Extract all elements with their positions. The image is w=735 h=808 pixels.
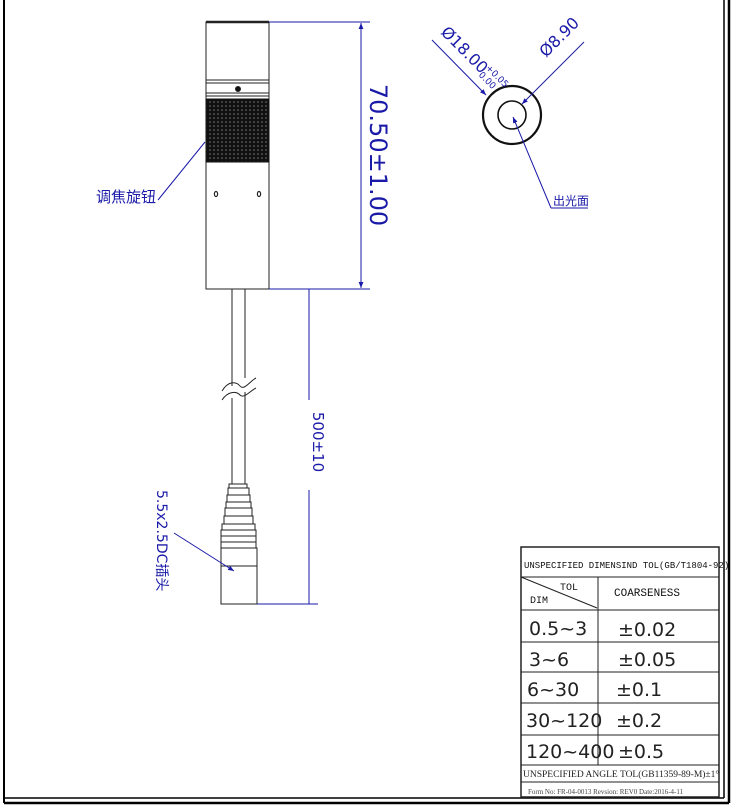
row-tol: ±0.2 [616,710,662,732]
cable-dimension-text: 500±10 [309,412,327,472]
plug-leader [173,532,235,572]
table-row: 6~30 ±0.1 [527,679,662,701]
table-row: 0.5~3 ±0.02 [529,618,676,641]
break-mark-icon [221,377,257,392]
set-screw-icon [235,86,241,92]
row-tol: ±0.05 [618,649,676,671]
emitting-face-label: 出光面 [553,194,589,208]
drawing-frame [3,0,731,805]
focus-knob-knurl [205,98,270,163]
outer-circle [481,84,543,146]
form-info: Form No: FR-04-0013 Revsion: REV0 Date:2… [528,788,684,796]
mount-hole-icon [256,190,262,198]
focus-knob-leader [157,141,206,201]
inner-circle [497,100,527,130]
tolerance-table [520,546,720,798]
col-dim: DIM [530,596,548,607]
end-view-leaders [431,39,588,209]
angle-tolerance: UNSPECIFIED ANGLE TOL(GB11359-89-M)±1° [523,769,719,780]
row-dim: 6~30 [527,679,579,701]
table-row: 3~6 ±0.05 [529,649,676,671]
length-dimension-text: 70.50±1.00 [364,84,392,226]
dc-plug [220,483,258,605]
row-dim: 30~120 [526,710,602,732]
row-dim: 120~400 [526,741,614,763]
row-dim: 0.5~3 [529,618,587,640]
cable [221,289,257,484]
row-tol: ±0.02 [618,619,676,641]
col-tol: TOL [560,583,578,594]
end-view [481,84,543,146]
mount-hole-icon [213,190,219,198]
table-row: 120~400 ±0.5 [526,741,664,763]
col-coarseness: COARSENESS [614,588,680,600]
row-tol: ±0.5 [618,741,664,763]
row-dim: 3~6 [529,649,569,671]
inner-diameter-text: Ø8.90 [535,13,583,61]
table-row: 30~120 ±0.2 [526,710,662,732]
outer-diameter-dim: Ø18.00 +0.05 0.00 [437,22,510,92]
laser-module-body [205,20,270,290]
focus-knob-label: 调焦旋钮 [96,188,156,206]
plug-label: 5.5x2.5DC插头 [153,490,169,591]
dimension-cable [257,289,318,605]
table-title: UNSPECIFIED DIMENSIND TOL(GB/T1804-92) [524,561,729,571]
dimension-length [269,21,370,290]
row-tol: ±0.1 [616,679,662,701]
